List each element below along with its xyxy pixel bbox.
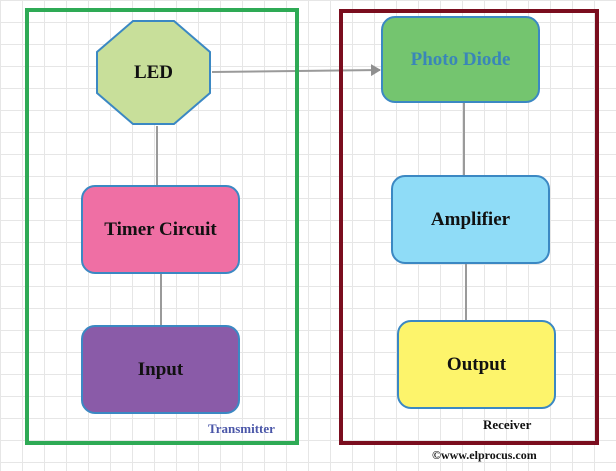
output-label: Output xyxy=(446,353,507,375)
amplifier-label: Amplifier xyxy=(430,208,511,230)
led-label: LED xyxy=(133,61,174,83)
led-octagon-shape xyxy=(96,20,211,125)
transmitter-caption: Transmitter xyxy=(208,421,275,436)
transmitter-frame xyxy=(25,8,299,445)
photo-diode-node[interactable]: Photo Diode xyxy=(381,16,540,103)
copyright-text: ©www.elprocus.com xyxy=(432,448,537,462)
timer-circuit-node[interactable]: Timer Circuit xyxy=(81,185,240,274)
receiver-frame xyxy=(339,9,599,445)
receiver-caption: Receiver xyxy=(483,417,532,432)
input-node[interactable]: Input xyxy=(81,325,240,414)
timer-circuit-label: Timer Circuit xyxy=(104,218,217,240)
led-node[interactable]: LED xyxy=(95,19,212,126)
amplifier-node[interactable]: Amplifier xyxy=(391,175,550,264)
input-label: Input xyxy=(137,358,184,380)
output-node[interactable]: Output xyxy=(397,320,556,409)
photo-diode-label: Photo Diode xyxy=(410,48,511,70)
